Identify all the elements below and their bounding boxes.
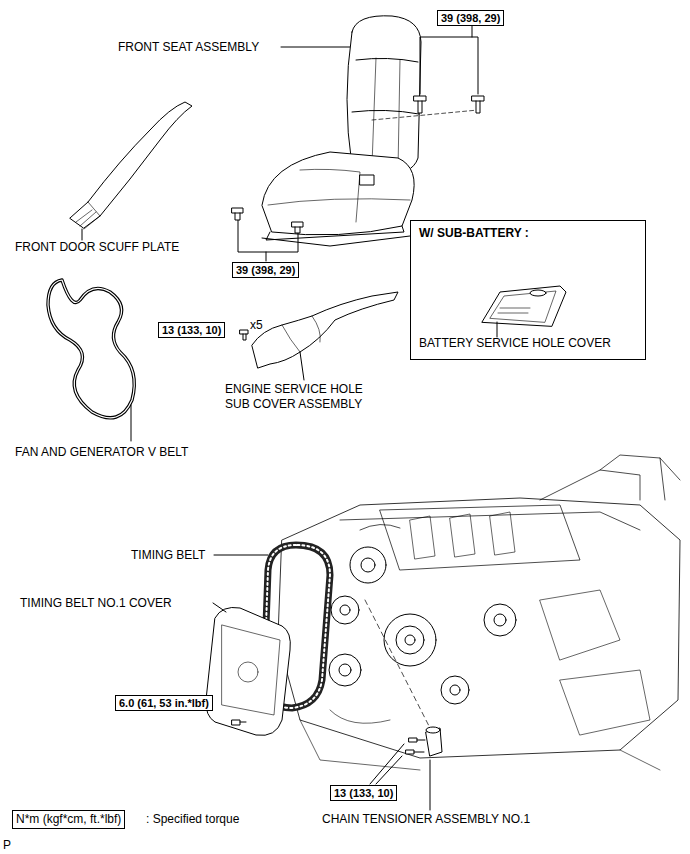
part-name: ENGINE SERVICE HOLE SUB COVER ASSEMBLY [225,382,375,412]
part-name: FRONT SEAT ASSEMBLY [118,40,259,55]
part-name: CHAIN TENSIONER ASSEMBLY NO.1 [322,812,530,827]
leader-line [281,47,352,48]
front-seat [262,16,478,246]
legend-text: : Specified torque [146,812,239,827]
variant-panel: W/ SUB-BATTERY : BATTERY SERVICE HOLE COV… [410,220,646,360]
box-text: 6.0 (61, 53 in.*lbf) [119,696,209,710]
part-name: FAN AND GENERATOR V BELT [15,445,188,460]
torque-spec: 39 (398, 29) [437,10,504,26]
box-text: W/ SUB-BATTERY : [419,226,637,241]
torque-spec: 39 (398, 29) [232,262,299,278]
service-hole-cover [240,292,398,380]
battery-cover [482,286,566,337]
box-text: 39 (398, 29) [441,11,500,25]
timing-belt-cover [206,603,290,735]
bolt-bracket [232,208,303,261]
v-belt [48,280,134,441]
part-name: BATTERY SERVICE HOLE COVER [419,336,637,351]
bolt-bracket [414,26,484,113]
engine [278,455,680,770]
torque-spec: 6.0 (61, 53 in.*lbf) [115,695,213,711]
part-name: FRONT DOOR SCUFF PLATE [15,240,179,255]
box-text: 13 (133, 10) [162,323,221,337]
page-code: P [3,838,11,853]
box-text: 39 (398, 29) [236,263,295,277]
scuff-plate [70,102,192,240]
torque-legend-box: N*m (kgf*cm, ft.*lbf) [12,810,125,829]
box-text: N*m (kgf*cm, ft.*lbf) [16,812,121,827]
part-name: TIMING BELT NO.1 COVER [20,596,172,611]
torque-spec: 13 (133, 10) [158,322,225,338]
quantity-note: x5 [250,318,263,333]
box-text: 13 (133, 10) [334,786,393,800]
torque-spec: 13 (133, 10) [330,785,397,801]
part-name: TIMING BELT [131,548,205,563]
